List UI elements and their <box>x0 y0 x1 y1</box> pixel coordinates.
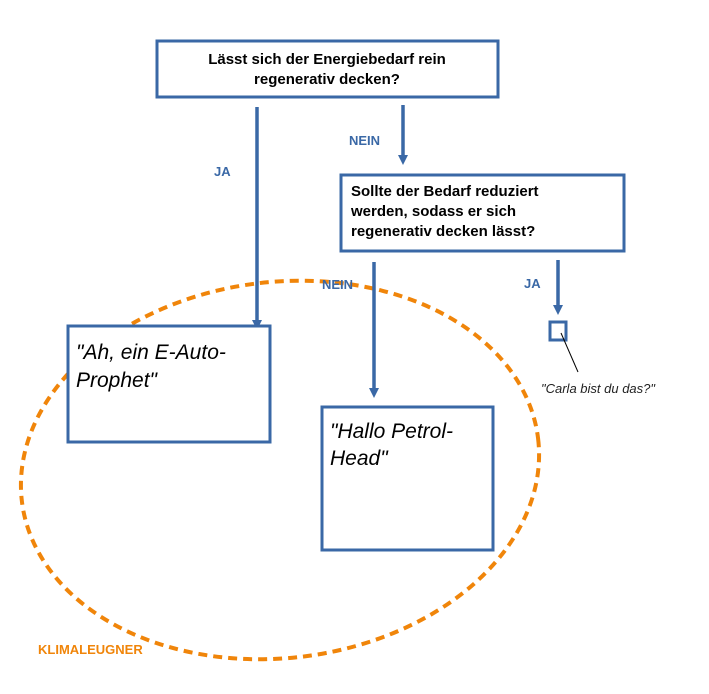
prophet-line-1: "Ah, ein E-Auto- <box>76 341 226 364</box>
petrol-line-2: Head" <box>330 447 389 470</box>
e-auto-prophet-box: "Ah, ein E-Auto- Prophet" <box>66 324 272 444</box>
edge-label-q1-ja: JA <box>214 164 231 179</box>
callout-leader-line <box>560 332 579 373</box>
klimaleugner-label: KLIMALEUGNER <box>38 642 143 657</box>
question-1-line-2: regenerativ decken? <box>254 71 400 88</box>
question-box-2: Sollte der Bedarf reduziert werden, soda… <box>339 173 626 253</box>
question-1-line-1: Lässt sich der Energiebedarf rein <box>208 51 446 68</box>
question-2-line-2: werden, sodass er sich <box>350 203 516 220</box>
callout-text: "Carla bist du das?" <box>541 381 656 396</box>
question-2-line-3: regenerativ decken lässt? <box>351 223 535 240</box>
edge-label-q2-nein: NEIN <box>322 277 353 292</box>
edge-label-q2-ja: JA <box>524 276 541 291</box>
petrol-line-1: "Hallo Petrol- <box>330 420 453 443</box>
tiny-answer-box <box>548 320 568 342</box>
petrol-head-box: "Hallo Petrol- Head" <box>320 405 495 552</box>
prophet-line-2: Prophet" <box>76 369 159 392</box>
klimaleugner-group-ellipse <box>18 278 542 662</box>
edge-label-q1-nein: NEIN <box>349 133 380 148</box>
question-2-line-1: Sollte der Bedarf reduziert <box>351 183 539 200</box>
question-box-1: Lässt sich der Energiebedarf rein regene… <box>155 39 500 99</box>
